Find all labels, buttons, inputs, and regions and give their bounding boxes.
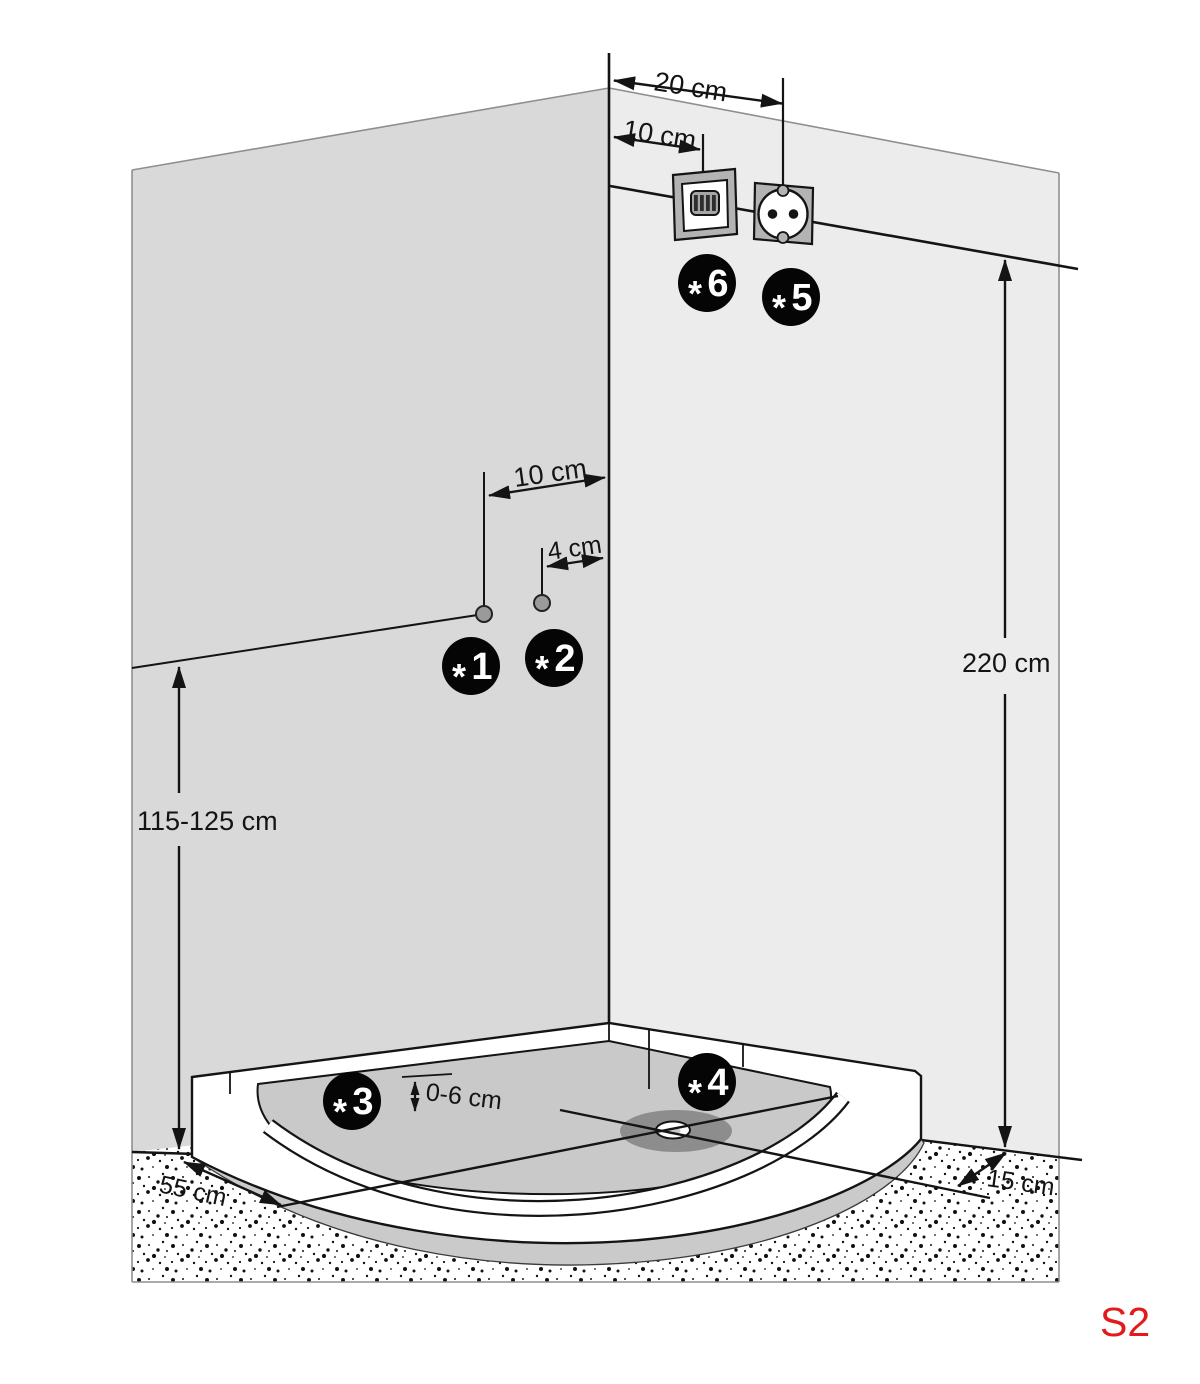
badge-3-num: 3 xyxy=(352,1081,373,1123)
dim-electrical-height: 220 cm xyxy=(962,259,1051,1148)
floor-junction-lines xyxy=(131,1138,1083,1162)
badge-4: * 4 xyxy=(678,1053,736,1113)
badge-6-num: 6 xyxy=(707,263,728,305)
badge-1-num: 1 xyxy=(471,646,492,688)
right-wall xyxy=(609,88,1059,1156)
water-connection-dot-2 xyxy=(533,594,551,612)
basin-floor-band xyxy=(264,1093,849,1215)
badge-5-num: 5 xyxy=(791,277,812,319)
badge-4-star: * xyxy=(688,1072,702,1113)
connections-height-line xyxy=(131,613,485,669)
schuko-socket-icon xyxy=(752,181,815,246)
wall-edges xyxy=(131,87,1060,1283)
badge-2-star: * xyxy=(535,648,549,689)
badge-2: * 2 xyxy=(525,629,583,689)
badge-4-num: 4 xyxy=(707,1062,728,1104)
tray-seams xyxy=(229,1023,744,1094)
dim-label-220: 220 cm xyxy=(962,648,1051,678)
drain-line-left xyxy=(276,1094,839,1209)
dim-second-connection: 4 cm xyxy=(541,531,604,600)
badge-6: * 6 xyxy=(678,254,736,314)
sheet-code: S2 xyxy=(1100,1299,1150,1345)
badge-6-star: * xyxy=(688,273,702,314)
dim-connections-height: 115-125 cm xyxy=(137,666,278,1150)
badge-5-star: * xyxy=(772,287,786,328)
junction-box-icon xyxy=(671,167,739,242)
dim-label-115-125: 115-125 cm xyxy=(137,806,278,836)
left-wall xyxy=(132,88,609,1152)
badge-1: * 1 xyxy=(442,637,500,697)
water-connection-dot-1 xyxy=(475,605,493,623)
badge-5: * 5 xyxy=(762,268,820,328)
drain-line-right xyxy=(559,1108,991,1200)
badge-3: * 3 xyxy=(323,1072,381,1132)
badge-2-num: 2 xyxy=(554,638,575,680)
badge-1-star: * xyxy=(452,656,466,697)
badge-3-star: * xyxy=(333,1091,347,1132)
